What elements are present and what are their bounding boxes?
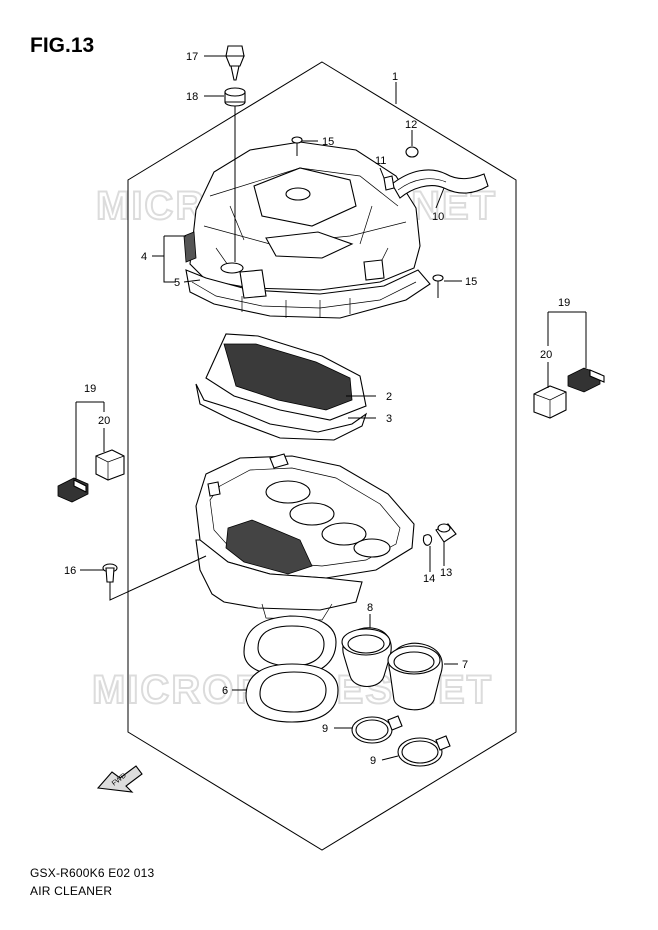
grommet-18 [224,87,246,107]
callout-7: 7 [462,659,468,671]
callout-20-left: 20 [98,415,110,427]
hose-clamp-11 [383,175,395,191]
callout-9-left: 9 [322,723,328,735]
intake-funnel-7 [387,642,443,711]
connector-20-right [533,385,567,419]
sensor-19-right [567,367,605,393]
callout-1: 1 [392,71,398,83]
callout-10: 10 [432,211,444,223]
callout-15-top: 15 [322,136,334,148]
assembly-boundary [127,61,517,851]
callout-18: 18 [186,91,198,103]
clip-14 [422,534,433,546]
air-cleaner-lower-case [195,453,415,621]
figure-title: FIG.13 [30,34,95,57]
callout-9-right: 9 [370,755,376,767]
breather-hose [391,169,489,199]
callout-13: 13 [440,567,452,579]
funnel-clamp-9-right [397,735,451,767]
air-cleaner-upper-cover [185,141,431,319]
callout-12: 12 [405,119,417,131]
bolt-16 [102,563,118,583]
callout-4: 4 [141,251,147,263]
cover-clip-left [183,231,197,263]
callout-11: 11 [375,155,386,167]
hose-clip-12 [405,146,419,158]
callout-17: 17 [186,51,198,63]
callout-3: 3 [386,413,392,425]
forward-direction-arrow: FWD [96,765,143,793]
intake-funnel-8 [341,627,392,688]
callout-2: 2 [386,391,392,403]
callout-numbers: 1 2 3 4 5 6 7 8 9 9 10 11 12 13 14 15 15… [64,51,570,767]
sensor-19-left [57,477,89,503]
callout-14: 14 [423,573,435,585]
callout-6: 6 [222,685,228,697]
callout-5: 5 [174,277,180,289]
callout-15-right: 15 [465,276,477,288]
leader-lines [75,55,587,761]
intake-seal-6 [243,615,339,723]
drain-plug-13 [435,523,457,543]
connector-20-left [95,449,125,481]
callout-19-left: 19 [84,383,96,395]
model-code: GSX-R600K6 E02 013 [30,866,155,880]
assembly-name: AIR CLEANER [30,884,113,898]
screw-15-top [291,136,303,156]
air-filter-element [205,333,367,421]
filter-seal [195,383,368,441]
callout-8: 8 [367,602,373,614]
callout-19-right: 19 [558,297,570,309]
funnel-clamp-9-left [351,715,403,744]
screw-15-right [432,274,444,294]
callout-20-right: 20 [540,349,552,361]
plug-17 [225,45,245,81]
callout-16: 16 [64,565,76,577]
